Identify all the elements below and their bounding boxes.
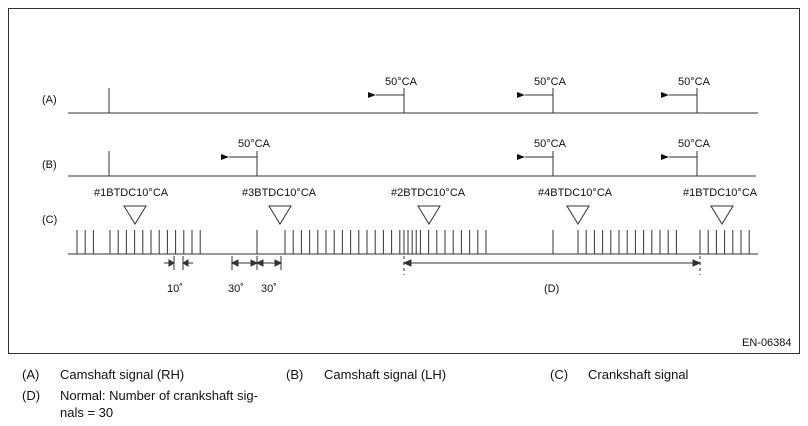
btdc-marker-triangle (566, 205, 590, 225)
ca-label: 50°CA (534, 76, 567, 88)
ca-label: 50°CA (238, 138, 271, 150)
crankshaft-signal (68, 205, 758, 255)
btdc-marker-triangle (268, 205, 292, 225)
btdc-marker-label: #2BTDC10°CA (391, 187, 466, 199)
btdc-labels: #1BTDC10°CA #3BTDC10°CA #2BTDC10°CA #4BTDC1… (94, 187, 758, 199)
camshaft-rh-signal (68, 88, 758, 114)
btdc-marker-triangle (710, 205, 734, 225)
legend-text: Camshaft signal (LH) (324, 367, 447, 382)
figure-code: EN-06384 (742, 337, 792, 349)
ca-label: 50°CA (385, 76, 418, 88)
btdc-marker-label: #1BTDC10°CA (94, 187, 169, 199)
dim-30-label: 30˚ (228, 283, 244, 295)
ca-label: 50°CA (678, 138, 711, 150)
legend-key: (B) (286, 367, 304, 382)
dim-10-label: 10˚ (167, 283, 183, 295)
dim-d-label: (D) (544, 283, 559, 295)
legend-text: Camshaft signal (RH) (60, 367, 185, 382)
legend-key: (D) (22, 388, 41, 403)
row-label-b: (B) (42, 159, 57, 171)
ca-label: 50°CA (534, 138, 567, 150)
btdc-marker-label: #1BTDC10°CA (683, 187, 758, 199)
legend-text: Normal: Number of crankshaft sig- nals =… (60, 388, 258, 420)
dim-30-label: 30˚ (261, 283, 277, 295)
crankshaft-teeth (76, 230, 750, 254)
row-label-c: (C) (42, 214, 57, 226)
btdc-marker-label: #3BTDC10°CA (242, 187, 317, 199)
legend-key: (C) (550, 367, 569, 382)
row-label-a: (A) (42, 94, 57, 106)
btdc-marker-triangle (123, 205, 147, 225)
btdc-markers (123, 205, 734, 225)
dimension-marks (164, 256, 702, 275)
legend-key: (A) (22, 367, 40, 382)
legend-text: Crankshaft signal (588, 367, 689, 382)
diagram-frame (8, 8, 800, 354)
camshaft-lh-signal (68, 151, 756, 177)
btdc-marker-label: #4BTDC10°CA (538, 187, 613, 199)
ca-label: 50°CA (678, 76, 711, 88)
btdc-marker-triangle (417, 205, 441, 225)
